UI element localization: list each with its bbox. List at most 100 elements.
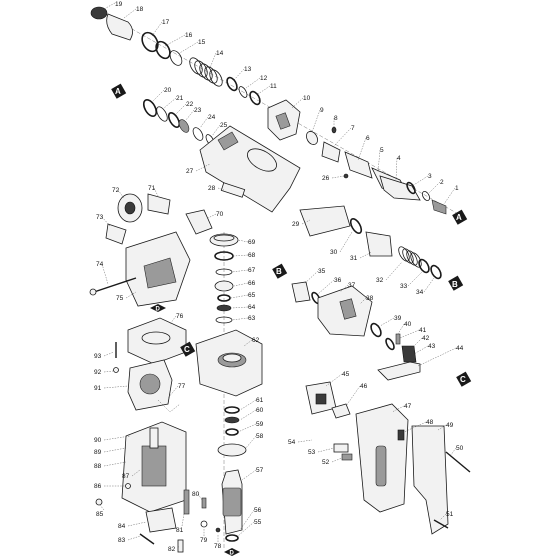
callout-80: 80 bbox=[192, 491, 200, 498]
callout-14: 14 bbox=[216, 50, 224, 57]
part-23-bearing bbox=[178, 119, 190, 133]
part-60-bearing bbox=[224, 416, 240, 424]
part-42-43-bearing bbox=[401, 345, 417, 363]
callout-4: 4 bbox=[397, 155, 401, 162]
callout-47: 47 bbox=[404, 403, 412, 410]
callout-12: 12 bbox=[260, 75, 268, 82]
callout-7: 7 bbox=[351, 125, 355, 132]
callout-52: 52 bbox=[322, 459, 330, 466]
callout-75: 75 bbox=[116, 295, 124, 302]
ref-badge-c-left: C bbox=[180, 341, 196, 357]
part-26-ball bbox=[343, 173, 349, 179]
part-14-spring bbox=[189, 57, 223, 87]
callout-15: 15 bbox=[198, 39, 206, 46]
callout-5: 5 bbox=[380, 147, 384, 154]
callout-90: 90 bbox=[94, 437, 102, 444]
callout-42: 42 bbox=[422, 335, 430, 342]
callout-85: 85 bbox=[96, 511, 104, 518]
callout-65: 65 bbox=[248, 292, 256, 299]
part-49-handle-cover bbox=[411, 425, 449, 535]
gear-shaft-stack bbox=[195, 232, 263, 548]
part-12-ring bbox=[238, 86, 248, 98]
part-22-washer bbox=[167, 111, 181, 129]
part-65-ring bbox=[217, 294, 231, 302]
part-70-gear bbox=[185, 209, 213, 235]
part-66-clutch bbox=[214, 280, 234, 292]
callout-33: 33 bbox=[400, 283, 408, 290]
callout-25: 25 bbox=[220, 122, 228, 129]
callout-39: 39 bbox=[394, 315, 402, 322]
part-79-ring bbox=[200, 520, 208, 528]
part-67-ring bbox=[215, 268, 233, 276]
part-51-screw bbox=[433, 519, 449, 529]
part-80-cap bbox=[201, 497, 207, 509]
part-24-ring bbox=[192, 127, 204, 141]
callout-70: 70 bbox=[216, 211, 224, 218]
svg-text:B: B bbox=[276, 267, 282, 276]
part-55-56-ring bbox=[225, 534, 239, 542]
part-76-baffle bbox=[127, 317, 187, 365]
callout-73: 73 bbox=[96, 214, 104, 221]
callout-51: 51 bbox=[446, 511, 454, 518]
part-59-ring bbox=[225, 428, 239, 436]
callout-82: 82 bbox=[168, 546, 176, 553]
motor-housing-assembly bbox=[95, 317, 221, 553]
callout-29: 29 bbox=[292, 221, 300, 228]
callout-22: 22 bbox=[186, 101, 194, 108]
svg-text:C: C bbox=[184, 345, 190, 354]
callout-46: 46 bbox=[360, 383, 368, 390]
part-44-crank bbox=[377, 361, 421, 381]
callout-86: 86 bbox=[94, 483, 102, 490]
part-21-washer bbox=[156, 106, 168, 122]
part-68-washer bbox=[214, 251, 234, 261]
ref-badge-a-right: A bbox=[452, 209, 468, 225]
ref-badge-a-left: A bbox=[111, 83, 127, 99]
callout-24: 24 bbox=[208, 114, 216, 121]
callout-62: 62 bbox=[252, 337, 260, 344]
callout-27: 27 bbox=[186, 168, 194, 175]
ref-badge-d-lower: D bbox=[224, 548, 240, 557]
svg-text:B: B bbox=[452, 280, 458, 289]
barrel-assembly bbox=[90, 6, 461, 280]
part-81-brush bbox=[183, 489, 190, 515]
part-32-spring bbox=[398, 246, 422, 268]
part-92-washer bbox=[113, 367, 119, 373]
callout-77: 77 bbox=[178, 383, 186, 390]
callout-69: 69 bbox=[248, 239, 256, 246]
part-27-housing bbox=[199, 125, 301, 213]
callout-2: 2 bbox=[440, 179, 444, 186]
part-48 bbox=[397, 429, 405, 441]
callout-26: 26 bbox=[322, 175, 330, 182]
part-61-ring bbox=[224, 406, 240, 414]
svg-text:A: A bbox=[456, 213, 462, 222]
callout-74: 74 bbox=[96, 261, 104, 268]
part-41-pin bbox=[395, 333, 401, 345]
callout-66: 66 bbox=[248, 280, 256, 287]
callout-53: 53 bbox=[308, 449, 316, 456]
part-3-ring bbox=[406, 181, 416, 195]
callout-88: 88 bbox=[94, 463, 102, 470]
part-73-bolt-head bbox=[105, 223, 127, 245]
part-11-ring bbox=[249, 90, 261, 106]
ref-badge-c-right: C bbox=[456, 371, 472, 387]
part-83-screw bbox=[139, 533, 155, 545]
part-15-ring bbox=[169, 50, 183, 66]
callout-58: 58 bbox=[256, 433, 264, 440]
callout-31: 31 bbox=[350, 255, 358, 262]
part-63-ring bbox=[215, 316, 233, 324]
impact-bolt-assembly bbox=[291, 281, 421, 381]
part-8-ball bbox=[331, 126, 337, 134]
callout-8: 8 bbox=[334, 115, 338, 122]
part-2-ring bbox=[421, 191, 431, 201]
part-78-ball bbox=[215, 527, 221, 533]
callout-45: 45 bbox=[342, 371, 350, 378]
part-77-wire bbox=[157, 399, 181, 413]
part-40-ring bbox=[385, 337, 395, 351]
part-39-ring bbox=[370, 322, 382, 338]
callout-84: 84 bbox=[118, 523, 126, 530]
callout-18: 18 bbox=[136, 6, 144, 13]
callout-36: 36 bbox=[334, 277, 342, 284]
callouts: 1 2 3 4 5 6 7 8 9 10 11 12 13 14 15 16 1… bbox=[94, 1, 464, 553]
callout-21: 21 bbox=[176, 95, 184, 102]
